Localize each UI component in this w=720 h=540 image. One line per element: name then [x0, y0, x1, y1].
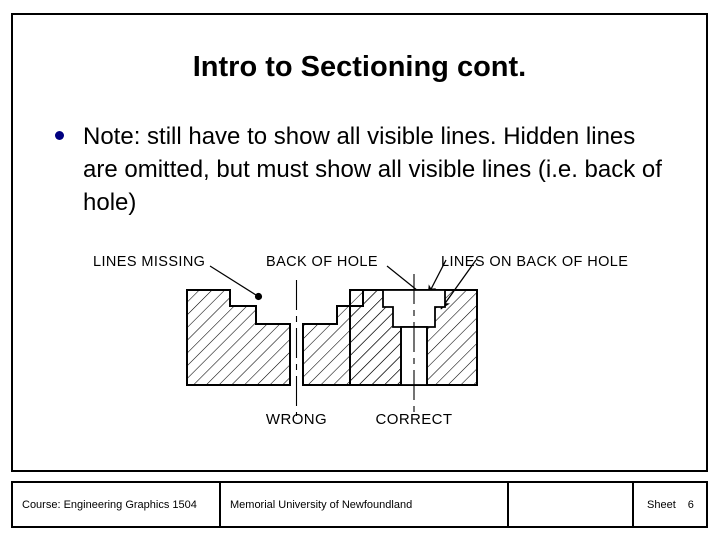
- sectioning-diagram-svg: LINES MISSING BACK OF HOLE LINES ON BACK…: [93, 254, 628, 428]
- label-correct: CORRECT: [376, 411, 453, 428]
- footer-sheet-number: 6: [687, 498, 694, 511]
- list-item: Note: still have to show all visible lin…: [55, 120, 680, 219]
- label-wrong: WRONG: [266, 411, 327, 428]
- label-lines-on-back-of-hole: LINES ON BACK OF HOLE: [441, 254, 628, 270]
- label-lines-missing: LINES MISSING: [93, 254, 205, 270]
- footer-cell-institution: Memorial University of Newfoundland: [221, 483, 509, 526]
- footer-sheet-label: Sheet: [647, 498, 676, 511]
- footer-institution-text: Memorial University of Newfoundland: [230, 498, 413, 511]
- sectioning-figure: LINES MISSING BACK OF HOLE LINES ON BACK…: [60, 238, 660, 433]
- slide-border: [11, 13, 708, 472]
- leader-lines-missing: [209, 265, 257, 296]
- footer-cell-course: Course: Engineering Graphics 1504: [13, 483, 221, 526]
- wrong-left-block: [186, 289, 291, 386]
- leader-dot-lines-missing: [254, 292, 263, 301]
- footer-cell-sheet: Sheet 6: [634, 483, 706, 526]
- label-back-of-hole: BACK OF HOLE: [266, 254, 378, 270]
- correct-counterbore-void: [382, 289, 446, 328]
- footer-cell-blank: [509, 483, 634, 526]
- page-title: Intro to Sectioning cont.: [192, 51, 527, 83]
- footer-course-text: Course: Engineering Graphics 1504: [22, 498, 197, 511]
- bullet-text: Note: still have to show all visible lin…: [83, 123, 662, 216]
- bullet-list: Note: still have to show all visible lin…: [55, 120, 680, 219]
- footer-title-block: Course: Engineering Graphics 1504 Memori…: [11, 481, 708, 528]
- bullet-dot-icon: [55, 131, 64, 140]
